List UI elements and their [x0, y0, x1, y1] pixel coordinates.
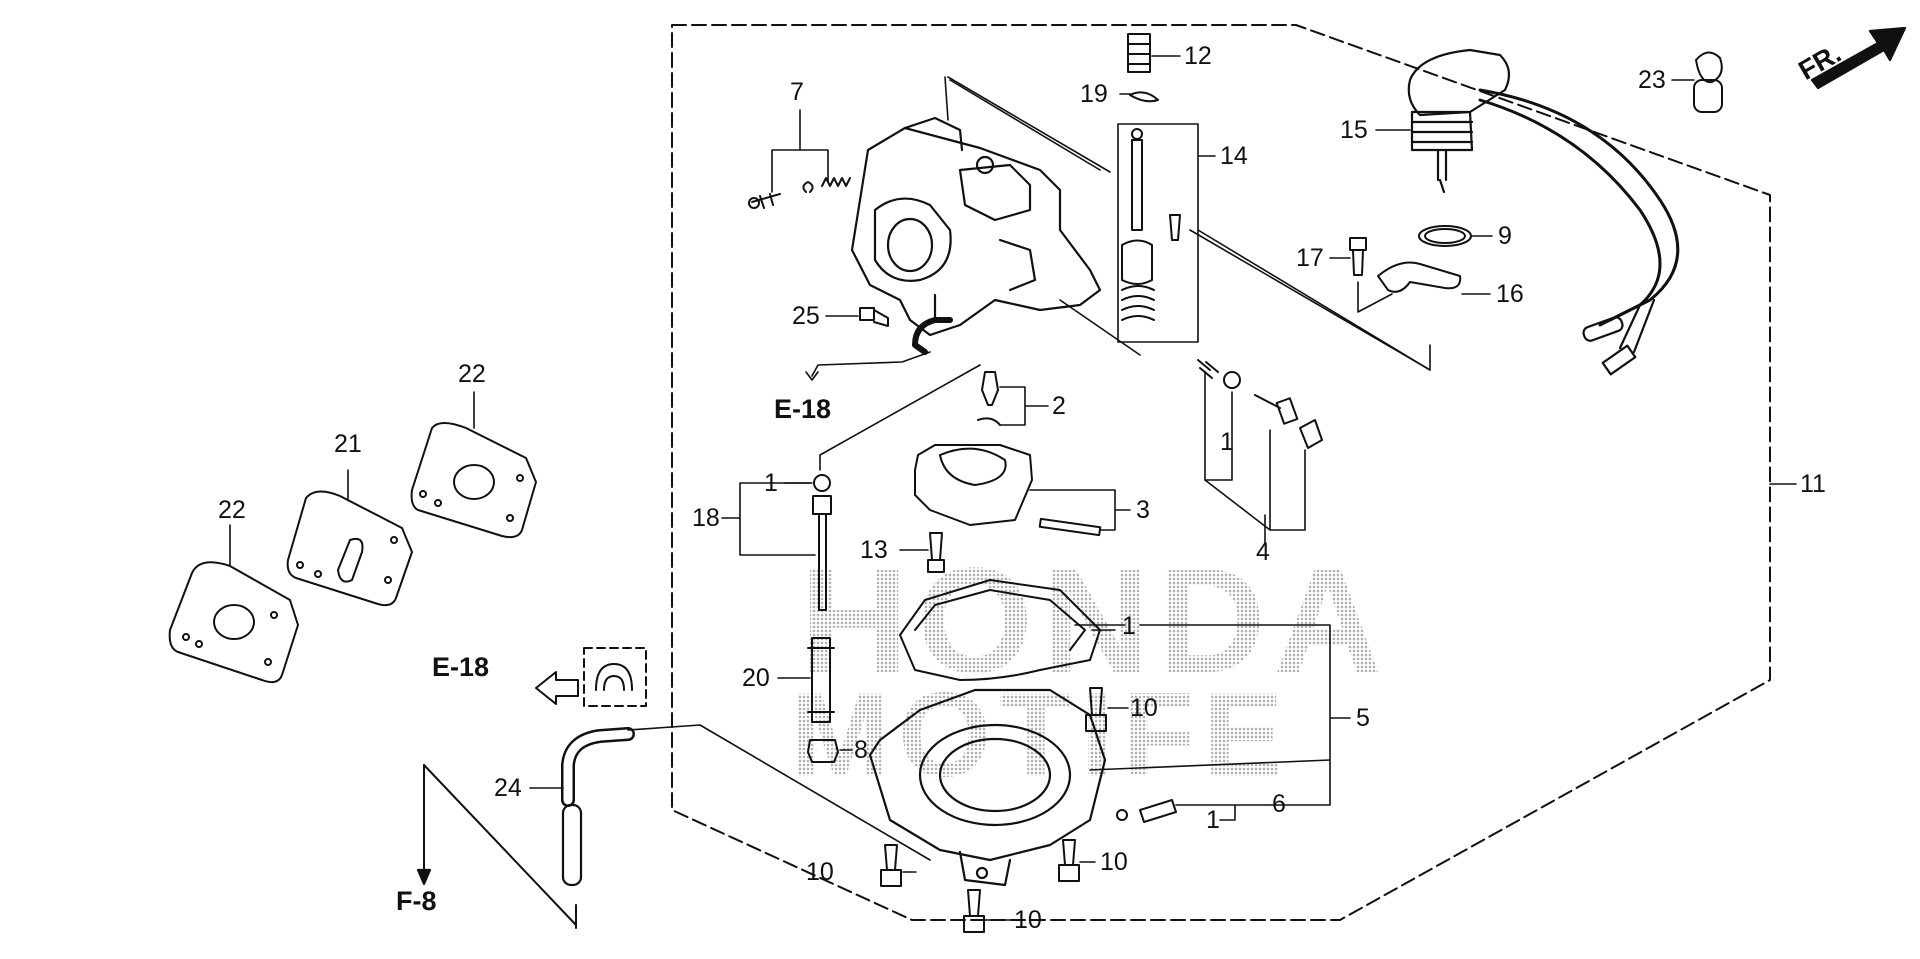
watermark-line-2: MOTIFE: [790, 668, 1292, 802]
callout-11: 11: [1800, 470, 1826, 498]
reference-e18-left[interactable]: E-18: [432, 652, 490, 682]
gasket-22-rear: [410, 422, 537, 539]
clamp-23: [1693, 51, 1723, 113]
reference-e18-top[interactable]: E-18: [774, 394, 832, 424]
bolt-10-a: [1085, 687, 1107, 732]
nut-8: [807, 739, 839, 763]
callout-22-front: 22: [218, 496, 246, 524]
callout-8: 8: [854, 736, 868, 764]
callout-23: 23: [1638, 66, 1666, 94]
callout-17: 17: [1296, 244, 1324, 272]
o-ring-9: [1418, 225, 1472, 247]
callout-21: 21: [334, 430, 362, 458]
tube-20: [807, 637, 835, 723]
callout-15: 15: [1340, 116, 1368, 144]
gasket-21: [286, 490, 413, 607]
callout-13: 13: [860, 536, 888, 564]
callout-10-b: 10: [806, 858, 834, 886]
callout-20: 20: [742, 664, 770, 692]
callout-9: 9: [1498, 222, 1512, 250]
float-3: [914, 444, 1102, 537]
callout-10-a: 10: [1130, 694, 1158, 722]
gasket-22-front: [168, 561, 299, 684]
bolt-25: [859, 307, 889, 327]
callout-18: 18: [692, 504, 720, 532]
jet-12: [1127, 33, 1151, 73]
carburetor-body: [850, 116, 1102, 355]
screw-13: [927, 532, 945, 573]
bolt-17: [1349, 237, 1367, 276]
clip-19: [1129, 91, 1159, 103]
callout-2: 2: [1052, 392, 1066, 420]
screw-7: [748, 177, 851, 209]
float-needle-2: [977, 371, 1001, 426]
e18-left-arrow-icon: [535, 671, 579, 705]
callout-16: 16: [1496, 280, 1524, 308]
pilot-screw-4: [1197, 359, 1323, 449]
bolt-10-d: [963, 889, 985, 933]
bolt-10-c: [1058, 839, 1080, 882]
callout-12: 12: [1184, 42, 1212, 70]
callout-19: 19: [1080, 80, 1108, 108]
leader-lines: [229, 55, 1797, 921]
callout-24: 24: [494, 774, 522, 802]
hose-24: [561, 727, 635, 887]
callout-10-c: 10: [1100, 848, 1128, 876]
solenoid-15: [1407, 48, 1680, 376]
clamp-16: [1377, 261, 1462, 293]
callout-25: 25: [792, 302, 820, 330]
callout-7: 7: [790, 78, 804, 106]
float-chamber-5: [868, 688, 1107, 887]
callout-22-rear: 22: [458, 360, 486, 388]
drain-screw-6: [1116, 799, 1177, 823]
needle-jet-holder-14: [1121, 128, 1181, 321]
clip-reference-box: [583, 647, 647, 707]
callout-3: 3: [1136, 496, 1150, 524]
callout-10-d: 10: [1014, 906, 1042, 934]
callout-6: 6: [1272, 790, 1286, 818]
front-direction-arrow-icon: [1810, 26, 1907, 90]
tube-18: [812, 474, 832, 611]
callout-4: 4: [1256, 538, 1270, 566]
callout-1-tube: 1: [764, 469, 778, 497]
callout-5: 5: [1356, 704, 1370, 732]
callout-14: 14: [1220, 142, 1248, 170]
gasket-1: [899, 579, 1101, 681]
callout-1-gasket: 1: [1122, 612, 1136, 640]
reference-f8[interactable]: F-8: [396, 886, 437, 916]
bolt-10-b: [880, 844, 902, 887]
callout-1-drain: 1: [1206, 806, 1220, 834]
assembly-boundary: [671, 24, 1771, 921]
callout-1-pilot: 1: [1220, 428, 1234, 456]
